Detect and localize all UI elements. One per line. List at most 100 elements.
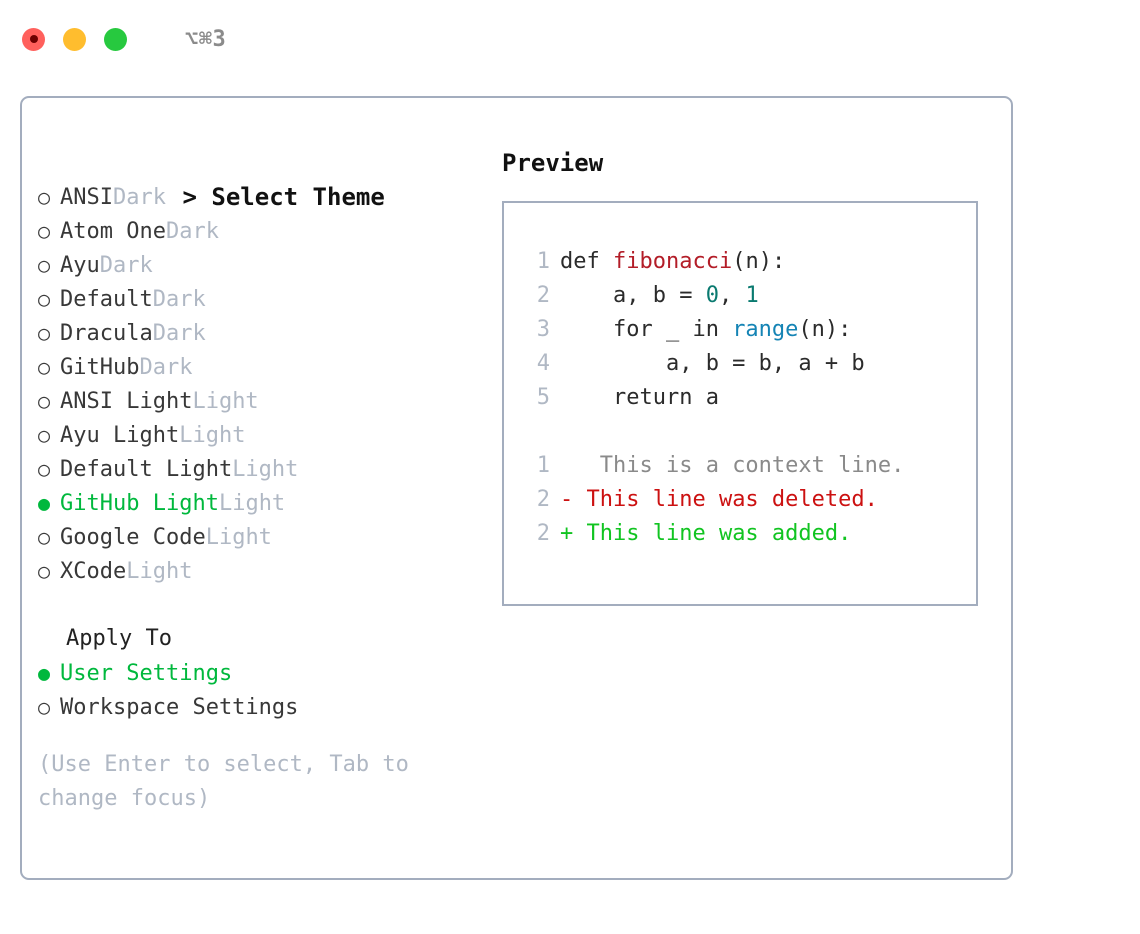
code-token-plain: (n): [732, 249, 786, 274]
code-token-num: 0 [705, 283, 719, 308]
theme-option-badge: Dark [152, 321, 206, 346]
code-token-plain: return a [560, 385, 719, 410]
diff-line-text: This line was deleted. [573, 487, 878, 512]
theme-option-label: Ayu Light [60, 423, 180, 448]
preview-heading: Preview [502, 149, 604, 177]
code-line: 5 return a [522, 381, 976, 415]
radio-unselected-icon: ○ [38, 457, 51, 481]
code-line-number: 2 [536, 283, 550, 308]
code-blank-line [522, 415, 976, 449]
theme-option-label: Default [60, 287, 153, 312]
list-spacer [38, 588, 498, 622]
theme-selector-column: > Select Theme ○ANSI Dark○Atom One Dark○… [38, 146, 498, 816]
code-token-plain: , [718, 283, 746, 308]
theme-option-label: GitHub [60, 355, 140, 380]
main-panel: > Select Theme ○ANSI Dark○Atom One Dark○… [20, 96, 1013, 880]
theme-option-ayu[interactable]: ○ Ayu Dark [38, 248, 498, 282]
theme-option-xcode[interactable]: ○ XCode Light [38, 554, 498, 588]
theme-option-badge: Light [192, 389, 259, 414]
traffic-lights [22, 27, 127, 51]
theme-option-badge: Dark [152, 287, 206, 312]
apply-to-heading: Apply To [66, 626, 172, 651]
theme-option-label: Default Light [60, 457, 233, 482]
diff-marker: - [560, 487, 574, 512]
keyboard-hint-text: (Use Enter to select, Tab to change focu… [38, 752, 423, 811]
maximize-button-icon[interactable] [104, 27, 127, 51]
theme-option-ayu-light[interactable]: ○Ayu Light Light [38, 418, 498, 452]
diff-sample: 1 This is a context line.2- This line wa… [522, 449, 976, 551]
diff-line-del: 2- This line was deleted. [522, 483, 976, 517]
minimize-button-icon[interactable] [63, 27, 86, 51]
theme-option-label: GitHub Light [60, 491, 219, 516]
radio-unselected-icon: ○ [38, 355, 51, 379]
theme-option-github-light[interactable]: ●GitHub Light Light [38, 486, 498, 520]
select-theme-heading: > Select Theme [38, 146, 498, 211]
theme-option-badge: Light [205, 525, 272, 550]
radio-unselected-icon: ○ [38, 559, 51, 583]
diff-line-text: This is a context line. [573, 453, 905, 478]
caret-icon: > [182, 183, 197, 211]
theme-option-badge: Dark [139, 355, 193, 380]
theme-option-badge: Light [218, 491, 286, 516]
radio-unselected-icon: ○ [38, 423, 51, 447]
apply-to-option-user-settings[interactable]: ●User Settings [38, 656, 498, 690]
code-token-plain: for _ in [560, 317, 733, 342]
diff-marker: + [560, 521, 574, 546]
code-line-number: 5 [536, 385, 550, 410]
theme-option-label: Atom One [60, 219, 166, 244]
theme-option-label: XCode [60, 559, 127, 584]
diff-line-text: This line was added. [573, 521, 852, 546]
theme-option-dracula[interactable]: ○Dracula Dark [38, 316, 498, 350]
theme-option-default[interactable]: ○ Default Dark [38, 282, 498, 316]
diff-line-ctx: 1 This is a context line. [522, 449, 976, 483]
apply-to-option-label: User Settings [60, 661, 233, 686]
radio-unselected-icon: ○ [38, 525, 51, 549]
theme-option-label: ANSI Light [60, 389, 193, 414]
code-line: 4 a, b = b, a + b [522, 347, 976, 381]
theme-option-github[interactable]: ○ GitHub Dark [38, 350, 498, 384]
select-theme-label: Select Theme [211, 183, 385, 211]
theme-option-atom-one[interactable]: ○ Atom One Dark [38, 214, 498, 248]
keyboard-shortcut-label: ⌥⌘3 [185, 26, 227, 52]
code-token-plain: (n): [798, 317, 852, 342]
theme-option-label: Ayu [60, 253, 100, 278]
radio-unselected-icon: ○ [38, 321, 51, 345]
diff-line-number: 2 [536, 521, 550, 546]
code-line: 2 a, b = 0, 1 [522, 279, 976, 313]
diff-line-add: 2 + This line was added. [522, 517, 976, 551]
diff-line-number: 2 [536, 487, 550, 512]
radio-unselected-icon: ○ [38, 287, 51, 311]
diff-line-number: 1 [536, 453, 550, 478]
code-token-builtin: range [732, 317, 799, 342]
theme-option-badge: Dark [165, 219, 219, 244]
theme-option-badge: Light [126, 559, 193, 584]
theme-option-badge: Light [232, 457, 299, 482]
apply-to-list: ●User Settings○Workspace Settings [38, 656, 498, 724]
theme-option-label: Google Code [60, 525, 206, 550]
apply-to-option-label: Workspace Settings [60, 695, 299, 720]
theme-option-google-code[interactable]: ○ Google Code Light [38, 520, 498, 554]
theme-option-badge: Dark [112, 185, 166, 210]
code-token-plain: def [560, 249, 613, 274]
title-bar: ⌥⌘3 [0, 0, 1140, 78]
theme-option-label: ANSI [60, 185, 113, 210]
theme-option-ansi[interactable]: ○ANSI Dark [38, 180, 498, 214]
theme-option-default-light[interactable]: ○ Default Light Light [38, 452, 498, 486]
code-token-plain: a, b = b, a + b [560, 351, 865, 376]
code-line-number: 4 [536, 351, 550, 376]
apply-to-option-workspace-settings[interactable]: ○Workspace Settings [38, 690, 498, 724]
code-token-plain: a, b = [560, 283, 706, 308]
theme-option-ansi-light[interactable]: ○ ANSI Light Light [38, 384, 498, 418]
theme-option-badge: Dark [99, 253, 153, 278]
radio-unselected-icon: ○ [38, 253, 51, 277]
diff-marker [560, 449, 573, 483]
radio-unselected-icon: ○ [38, 389, 51, 413]
code-token-num: 1 [745, 283, 759, 308]
radio-unselected-icon: ○ [38, 219, 51, 243]
close-button-icon[interactable] [22, 27, 45, 51]
